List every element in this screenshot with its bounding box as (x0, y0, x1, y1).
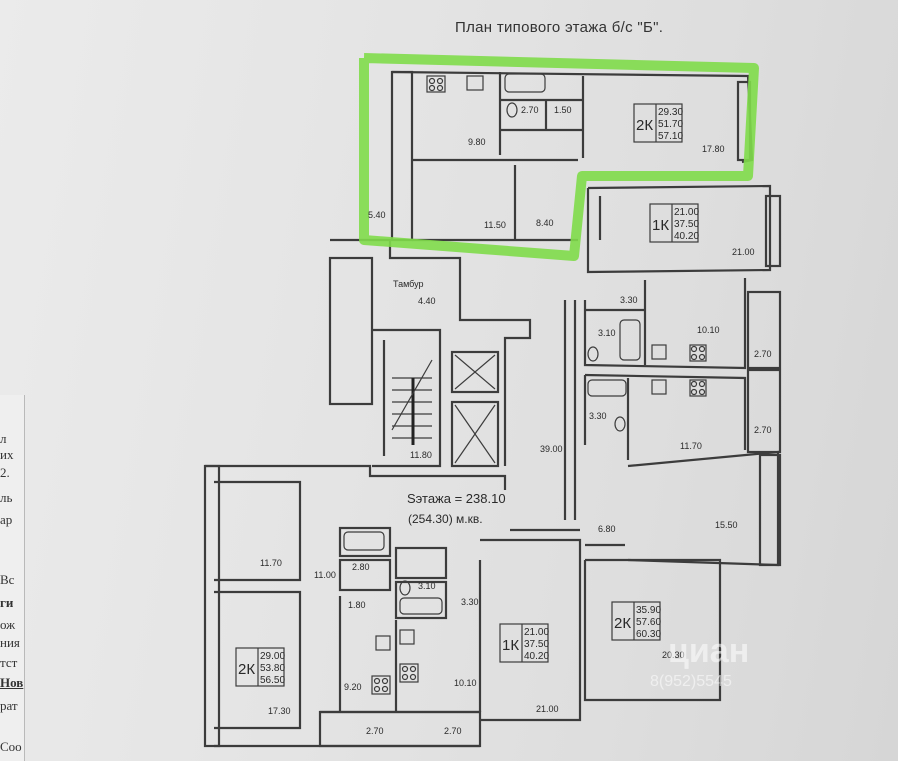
vestibule-label: Тамбур (393, 279, 424, 289)
left-fragment: Соо (0, 739, 22, 754)
watermark-brand: циан (668, 632, 749, 670)
room-area: 2.70 (754, 349, 772, 359)
left-fragment: 2. (0, 465, 10, 480)
room-area: 11.00 (314, 570, 336, 580)
apt-area: 56.50 (260, 675, 285, 686)
left-fragment: Нов (0, 675, 24, 690)
room-area: 8.40 (536, 218, 554, 228)
room-area: 21.00 (536, 704, 559, 714)
room-area: 39.00 (540, 444, 563, 454)
left-fragment: тст (0, 655, 18, 670)
apt-area: 53.80 (260, 663, 285, 674)
room-area: 10.10 (454, 678, 477, 688)
apt-area: 37.50 (674, 219, 699, 230)
fixtures (343, 73, 707, 695)
room-area: 9.20 (344, 682, 362, 692)
plan-title: План типового этажа б/с "Б". (455, 19, 664, 36)
room-area: 1.80 (348, 600, 366, 610)
apt-box-1k-top: 1К 21.00 37.50 40.20 (649, 203, 699, 243)
room-area: 3.10 (418, 581, 436, 591)
apt-area: 21.00 (674, 207, 699, 218)
room-area: 17.30 (268, 706, 291, 716)
apartment-highlight (359, 53, 759, 261)
left-fragment: ния (0, 635, 20, 650)
apt-area: 40.20 (674, 231, 699, 242)
apt-area: 37.50 (524, 639, 549, 650)
left-fragment: л (0, 431, 7, 446)
room-area: 1.50 (554, 105, 572, 115)
room-area: 11.50 (484, 220, 506, 230)
left-fragment: рат (0, 698, 18, 713)
apt-area: 35.90 (636, 605, 661, 616)
left-fragment: ги (0, 595, 14, 610)
room-area: 9.80 (468, 137, 486, 147)
left-fragment: ож (0, 617, 16, 632)
room-area: 20.30 (662, 650, 685, 660)
watermark: циан 8(952)5545 (650, 632, 749, 690)
apt-box-2k-left: 2К 29.00 53.80 56.50 (235, 647, 285, 687)
room-area: 3.10 (598, 328, 616, 338)
apt-area: 51.70 (658, 119, 683, 130)
room-area: 10.10 (697, 325, 720, 335)
room-area: 21.00 (732, 247, 755, 257)
room-area: 15.50 (715, 520, 738, 530)
room-area-labels: 2.70 1.50 9.80 17.80 11.50 8.40 5.40 21.… (260, 105, 772, 736)
apt-type: 2К (614, 615, 631, 632)
apt-area: 40.20 (524, 651, 549, 662)
apt-box-1k-bottom: 1К 21.00 37.50 40.20 (499, 623, 549, 663)
room-area: 3.30 (589, 411, 607, 421)
apt-type: 1К (502, 637, 519, 654)
stair-and-elevators (391, 354, 496, 464)
floor-area-label: Sэтажа = 238.10 (407, 491, 506, 506)
apt-area: 60.30 (636, 629, 661, 640)
apt-type: 1К (652, 217, 669, 234)
left-fragment: ль (0, 490, 13, 505)
watermark-phone: 8(952)5545 (650, 673, 732, 690)
room-area: 2.80 (352, 562, 370, 572)
apt-type: 2К (238, 661, 255, 678)
apt-box-2k-top: 2К 29.30 51.70 57.10 (633, 103, 683, 143)
apt-area: 57.10 (658, 131, 683, 142)
room-area: 4.40 (418, 296, 436, 306)
room-area: 11.70 (260, 558, 282, 568)
room-area: 2.70 (521, 105, 539, 115)
room-area: 2.70 (366, 726, 384, 736)
room-area: 2.70 (444, 726, 462, 736)
apt-area: 29.00 (260, 651, 285, 662)
room-area: 3.30 (461, 597, 479, 607)
room-area: 6.80 (598, 524, 616, 534)
left-fragment: Вс (0, 572, 15, 587)
room-area: 11.70 (680, 441, 702, 451)
room-area: 3.30 (620, 295, 638, 305)
left-fragment: ар (0, 512, 13, 527)
apt-box-2k-right: 2К 35.90 57.60 60.30 (611, 601, 661, 641)
apt-area: 21.00 (524, 627, 549, 638)
apt-type: 2К (636, 117, 653, 134)
room-area: 2.70 (754, 425, 772, 435)
floor-area-label-2: (254.30) м.кв. (408, 512, 483, 526)
left-page-edge: л их 2. ль ар Вс ги ож ния тст Нов рат С… (0, 395, 25, 761)
room-area: 11.80 (410, 450, 432, 460)
apt-area: 57.60 (636, 617, 661, 628)
room-area: 17.80 (702, 144, 725, 154)
apt-area: 29.30 (658, 107, 683, 118)
room-area: 5.40 (368, 210, 386, 220)
left-fragment: их (0, 447, 14, 462)
